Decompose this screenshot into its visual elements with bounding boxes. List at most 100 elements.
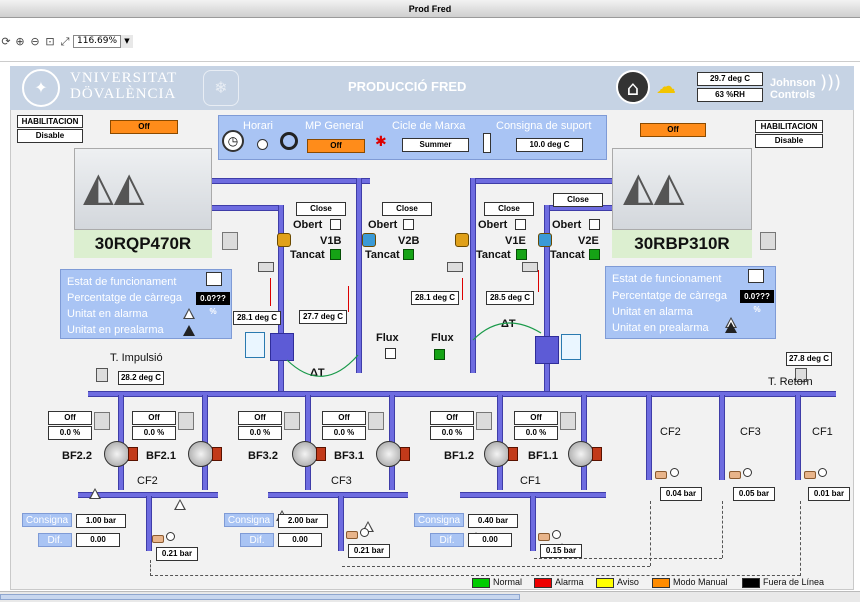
bf32-name: BF3.2: [248, 450, 278, 462]
circuit-cf3-label: CF3: [740, 426, 761, 438]
cf1-dif-value[interactable]: 0.00: [468, 533, 512, 547]
circuit-cf1-pressure: 0.01 bar: [808, 487, 850, 501]
consigna-suport-value[interactable]: 10.0 deg C: [516, 138, 583, 152]
bf11-name: BF1.1: [528, 450, 558, 462]
legend-aviso-label: Aviso: [617, 577, 639, 587]
bf12-percent: 0.0 %: [430, 426, 474, 440]
pump-icon[interactable]: [568, 441, 594, 467]
bf22-state[interactable]: Off: [48, 411, 92, 425]
consigna-suport-label: Consigna de suport: [496, 120, 592, 132]
window-title: Prod Fred: [0, 0, 860, 18]
right-habilitacion-value[interactable]: Disable: [755, 134, 823, 148]
bf22-percent: 0.0 %: [48, 426, 92, 440]
valve-icon[interactable]: [277, 233, 291, 247]
legend-offline: Fuera de Línea: [742, 577, 824, 588]
pump-icon[interactable]: [188, 441, 214, 467]
v1b-tancat-label: Tancat: [290, 249, 325, 261]
zoom-out-icon[interactable]: ⊖: [30, 35, 40, 48]
cf3-dif-value[interactable]: 0.00: [278, 533, 322, 547]
zoom-region-icon[interactable]: ⊡: [45, 35, 55, 48]
retorn-value: 27.8 deg C: [786, 352, 832, 366]
pump-motor-icon: [400, 447, 410, 461]
fit-icon[interactable]: ⤢: [60, 35, 70, 48]
v2b-obert-label: Obert: [368, 219, 398, 231]
valve-icon[interactable]: [538, 233, 552, 247]
clock-icon[interactable]: ◷: [222, 130, 244, 152]
toolbar: ⟳ ⊕ ⊖ ⊡ ⤢ 116.69% ▼: [0, 18, 860, 62]
cf2-dif-value[interactable]: 0.00: [76, 533, 120, 547]
v2b-tancat-indicator: [403, 249, 414, 260]
pump-motor-icon: [212, 447, 222, 461]
bf11-state[interactable]: Off: [514, 411, 558, 425]
horari-label: Horari: [243, 120, 273, 132]
brand-name-2: Controls: [770, 89, 816, 101]
cf3-consigna-value[interactable]: 2.00 bar: [278, 514, 328, 528]
dashed-line: [150, 575, 800, 576]
rotate-icon[interactable]: ⟳: [1, 35, 11, 48]
bf31-alarm-icon: [362, 521, 374, 532]
chiller-fan-icon: ◭◭: [83, 164, 145, 210]
legend-alarma-label: Alarma: [555, 577, 584, 587]
exchanger-icon[interactable]: [561, 334, 581, 360]
switch-icon[interactable]: [483, 133, 491, 153]
pump-panel-icon[interactable]: [560, 412, 576, 430]
zoom-in-icon[interactable]: ⊕: [15, 35, 25, 48]
left-habilitacion-value[interactable]: Disable: [17, 129, 83, 143]
pump-icon[interactable]: [292, 441, 318, 467]
bf21-state[interactable]: Off: [132, 411, 176, 425]
bf31-percent: 0.0 %: [322, 426, 366, 440]
left-alarma-label: Unitat en alarma: [67, 308, 148, 320]
bf12-state[interactable]: Off: [430, 411, 474, 425]
pump-icon[interactable]: [104, 441, 130, 467]
cf2-pressure: 0.21 bar: [156, 547, 198, 561]
left-chiller-panel-icon[interactable]: [222, 232, 238, 250]
v1e-name: V1E: [505, 235, 526, 247]
university-name-2: DÖVALÈNCIA: [70, 86, 177, 102]
pressure-sensor-icon: [804, 471, 816, 479]
exchanger-body: [535, 336, 559, 364]
scrollbar-thumb[interactable]: [0, 594, 520, 600]
home-icon[interactable]: ⌂: [616, 70, 650, 104]
pump-panel-icon[interactable]: [94, 412, 110, 430]
v1e-tancat-indicator: [516, 249, 527, 260]
mp-general-value[interactable]: Off: [307, 139, 365, 153]
pump-icon[interactable]: [376, 441, 402, 467]
cf2-dif-label: Dif.: [38, 533, 72, 547]
cf1-consigna-value[interactable]: 0.40 bar: [468, 514, 518, 528]
impulsio-label: T. Impulsió: [110, 352, 163, 364]
bf32-state[interactable]: Off: [238, 411, 282, 425]
v1b-close-button[interactable]: Close: [296, 202, 346, 216]
horizontal-scrollbar[interactable]: [0, 591, 860, 602]
v2b-close-button[interactable]: Close: [382, 202, 432, 216]
right-chiller-panel-icon[interactable]: [760, 232, 776, 250]
exchanger-icon[interactable]: [245, 332, 265, 358]
pipe: [212, 178, 370, 184]
cicle-value[interactable]: Summer: [402, 138, 469, 152]
v1e-tancat-label: Tancat: [476, 249, 511, 261]
v2e-close-button[interactable]: Close: [553, 193, 603, 207]
pump-panel-icon[interactable]: [178, 412, 194, 430]
bf31-state[interactable]: Off: [322, 411, 366, 425]
zoom-dropdown-icon[interactable]: ▼: [120, 35, 133, 48]
left-estat-label: Estat de funcionament: [67, 276, 177, 288]
v1e-close-button[interactable]: Close: [484, 202, 534, 216]
university-name-1: VNIVERSITAT: [70, 70, 178, 86]
pump-panel-icon[interactable]: [284, 412, 300, 430]
pump-panel-icon[interactable]: [368, 412, 384, 430]
legend-manual: Modo Manual: [652, 577, 728, 588]
left-chiller-state[interactable]: Off: [110, 120, 178, 134]
valve-icon[interactable]: [362, 233, 376, 247]
pipe: [470, 178, 612, 184]
left-chiller-unit[interactable]: ◭◭: [74, 148, 212, 230]
pump-motor-icon: [592, 447, 602, 461]
pump-icon[interactable]: [484, 441, 510, 467]
retorn-label: T. Retorn: [768, 376, 813, 388]
pipe: [146, 496, 152, 551]
valve-icon[interactable]: [455, 233, 469, 247]
cf2-consigna-value[interactable]: 1.00 bar: [76, 514, 126, 528]
pump-panel-icon[interactable]: [476, 412, 492, 430]
key-icon[interactable]: [280, 132, 298, 150]
page-title: PRODUCCIÓ FRED: [348, 79, 467, 94]
right-chiller-unit[interactable]: ◭◭: [612, 148, 752, 230]
right-chiller-state[interactable]: Off: [640, 123, 706, 137]
